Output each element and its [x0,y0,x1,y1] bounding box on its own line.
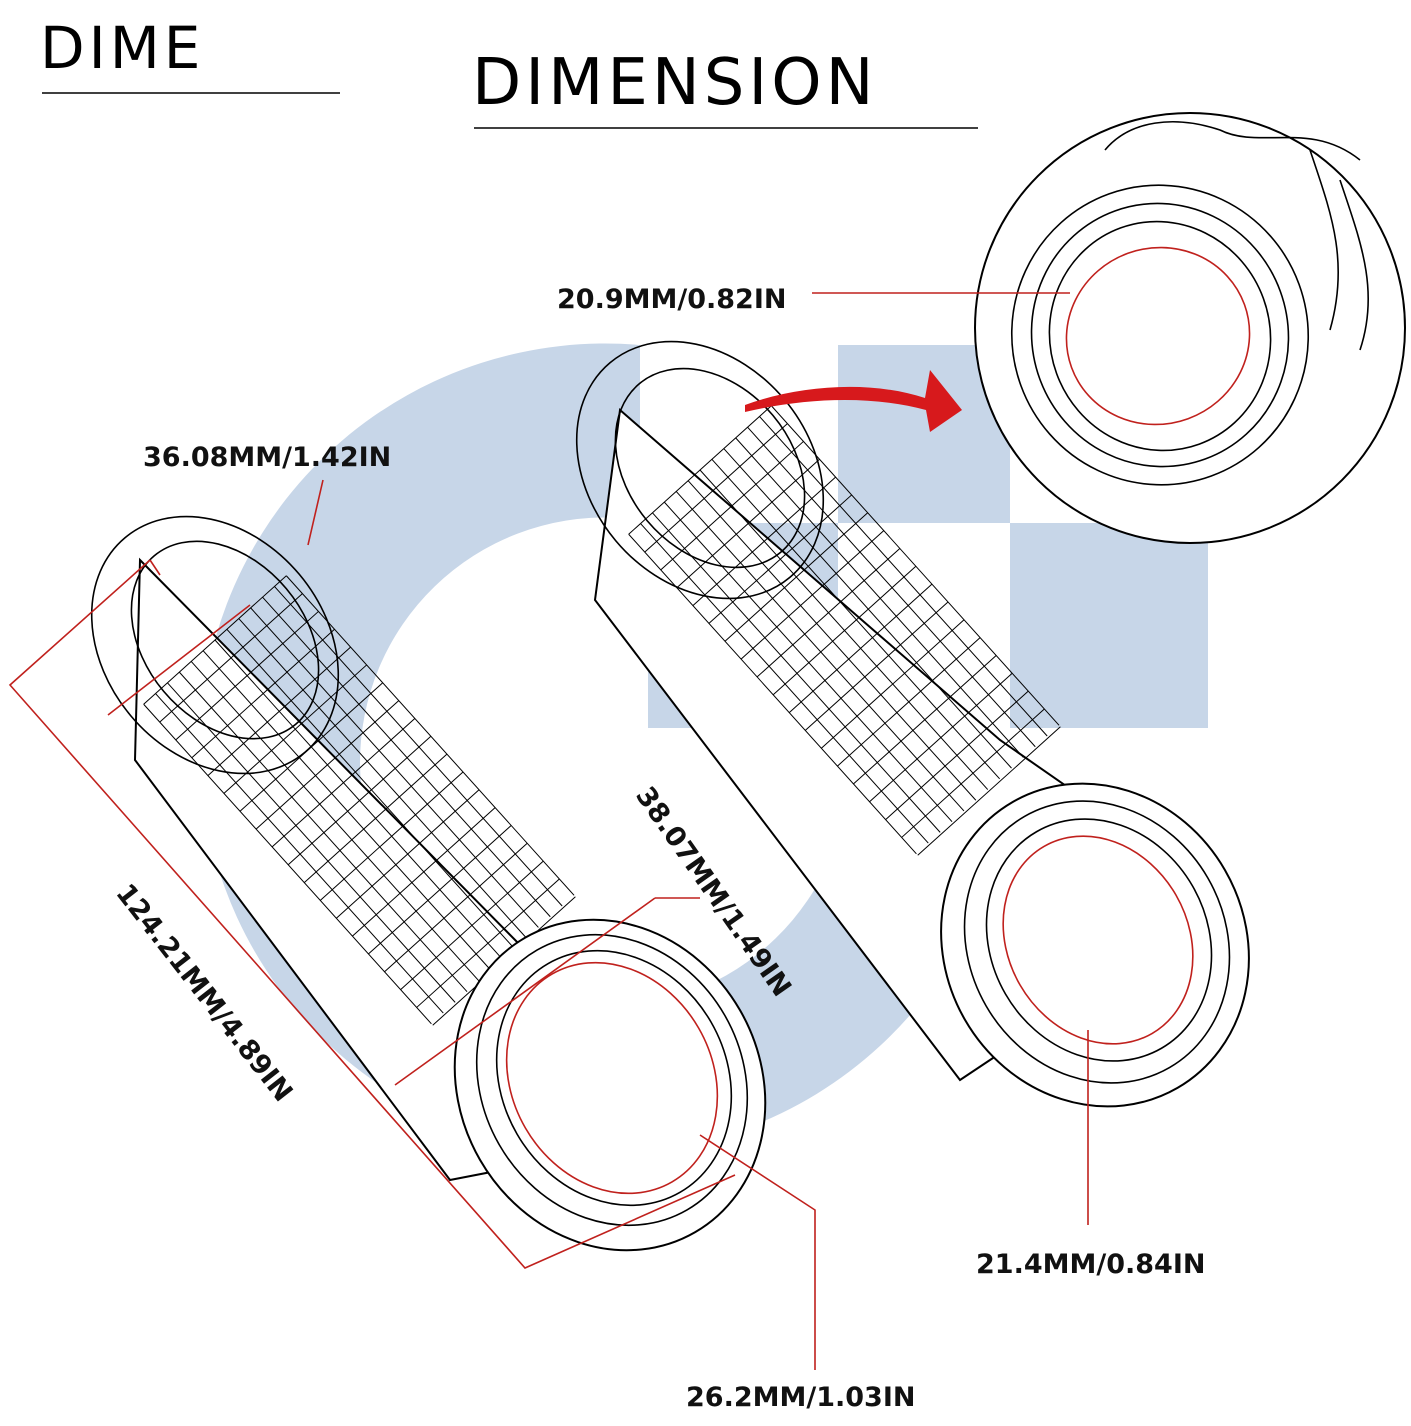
grip-texture-rib [287,735,432,866]
leader-body-diameter [394,897,656,1086]
grip-texture-rib [352,807,496,937]
grip-texture-rib [384,842,528,973]
closeup-rim1 [1010,184,1310,486]
closeup-circle [974,112,1406,544]
leader-outer-end [307,479,324,546]
grip-texture-rib [223,664,367,794]
grip-texture-rib [837,637,981,767]
grip-texture-rib [191,628,335,759]
right-grip-inner-bore [1002,835,1194,1045]
grip-texture-rib [143,575,287,705]
label-inner-diameter-left: 26.2MM/1.03IN [686,1382,915,1413]
grip-texture-rib [239,682,384,812]
grip-texture-rib [821,619,965,749]
grip-texture-line [628,533,917,855]
closeup-contour1 [1104,121,1361,161]
label-inner-diameter-right: 21.4MM/0.84IN [976,1249,1205,1280]
grip-texture-rib [271,718,416,848]
grip-texture-rib [869,672,1013,803]
grip-texture-rib [644,423,788,553]
leader-lines [8,292,1089,1370]
left-grip-front-rim2 [495,949,733,1207]
grip-texture-rib [159,593,303,723]
right-grip-front-rim2 [985,818,1213,1062]
grip-texture-rib [303,753,448,883]
grip-texture-rib [901,708,1045,838]
left-grip [90,515,767,1252]
grip-texture-rib [676,458,820,589]
grip-texture-rib [175,611,319,741]
zoom-arrow-icon [745,370,962,432]
closeup-detail [974,112,1406,544]
length-back-line [107,604,251,716]
leader-inner-left [699,1134,816,1370]
grip-texture-rib [740,530,885,660]
closeup-rim2 [1030,202,1290,468]
label-outer-end-diameter: 36.08MM/1.42IN [143,442,391,473]
grip-texture-rib [692,476,836,606]
left-grip-front-rim1 [475,933,749,1227]
right-grip-front-rim1 [963,800,1231,1084]
header-left-title: DIME [40,14,204,82]
left-grip-inner-bore [505,961,719,1195]
left-grip-back-rim [130,540,320,740]
length-dimension-line [8,559,736,1269]
grip-texture-rib [788,583,933,713]
grip-texture-rib [336,789,480,919]
grip-texture-line [770,405,1060,726]
grip-texture-rib [400,860,544,990]
grip-texture-rib [255,700,400,830]
right-grip-front-end [940,782,1250,1108]
left-grip-texture [143,575,576,1026]
closeup-inner-bore [1065,246,1251,426]
closeup-contour2 [1309,149,1340,331]
grip-texture-rib [804,601,949,731]
right-grip [575,340,1250,1108]
grip-texture-rib [628,405,772,535]
label-inner-diameter-closeup: 20.9MM/0.82IN [557,284,786,315]
right-grip-texture [628,405,1061,856]
left-grip-front-end [453,918,767,1252]
grip-texture-rib [756,548,901,678]
header-title: DIMENSION [472,46,877,120]
grip-texture-rib [772,565,917,696]
grip-texture-rib [319,771,464,901]
grip-texture-rib [853,655,997,785]
closeup-contour3 [1339,179,1370,351]
right-grip-back-rim [614,367,806,569]
watermark-square-right [1010,523,1208,728]
closeup-rim3 [1048,220,1272,452]
grip-texture-rib [917,726,1061,856]
length-extension-top [149,559,161,576]
grip-texture-rib [660,441,804,571]
grip-texture-rib [708,494,852,624]
grip-texture-rib [207,646,351,776]
grip-texture-rib [368,825,512,955]
grip-texture-rib [885,690,1029,820]
grip-texture-rib [416,878,560,1008]
grip-texture-rib [724,512,869,642]
